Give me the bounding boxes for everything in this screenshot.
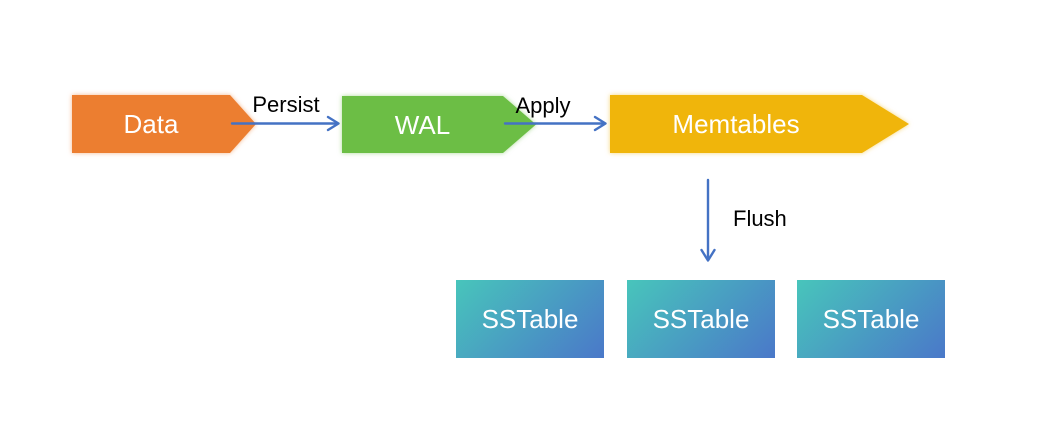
node-data-wrapper: Data xyxy=(72,95,230,153)
edge-label-flush: Flush xyxy=(733,206,787,231)
edge-persist-arrow xyxy=(230,115,340,132)
node-data: Data xyxy=(72,95,256,153)
edge-label-persist: Persist xyxy=(252,92,320,117)
node-sstable-3-label: SSTable xyxy=(822,304,920,334)
node-data-label: Data xyxy=(123,109,179,139)
node-memtables-label: Memtables xyxy=(672,109,800,139)
node-sstable-2-label: SSTable xyxy=(652,304,750,334)
node-memtables-wrapper: Memtables xyxy=(610,95,862,153)
node-sstable-1: SSTable xyxy=(456,280,604,358)
node-wal-wrapper: WAL xyxy=(342,96,503,153)
edge-apply-arrow xyxy=(503,115,607,132)
node-sstable-3: SSTable xyxy=(797,280,945,358)
node-memtables: Memtables xyxy=(610,95,909,153)
node-wal: WAL xyxy=(342,96,536,153)
edge-label-apply: Apply xyxy=(515,93,571,118)
node-sstable-2: SSTable xyxy=(627,280,775,358)
node-sstable-1-label: SSTable xyxy=(481,304,579,334)
node-wal-label: WAL xyxy=(394,109,451,140)
edge-flush-arrow xyxy=(700,178,716,262)
